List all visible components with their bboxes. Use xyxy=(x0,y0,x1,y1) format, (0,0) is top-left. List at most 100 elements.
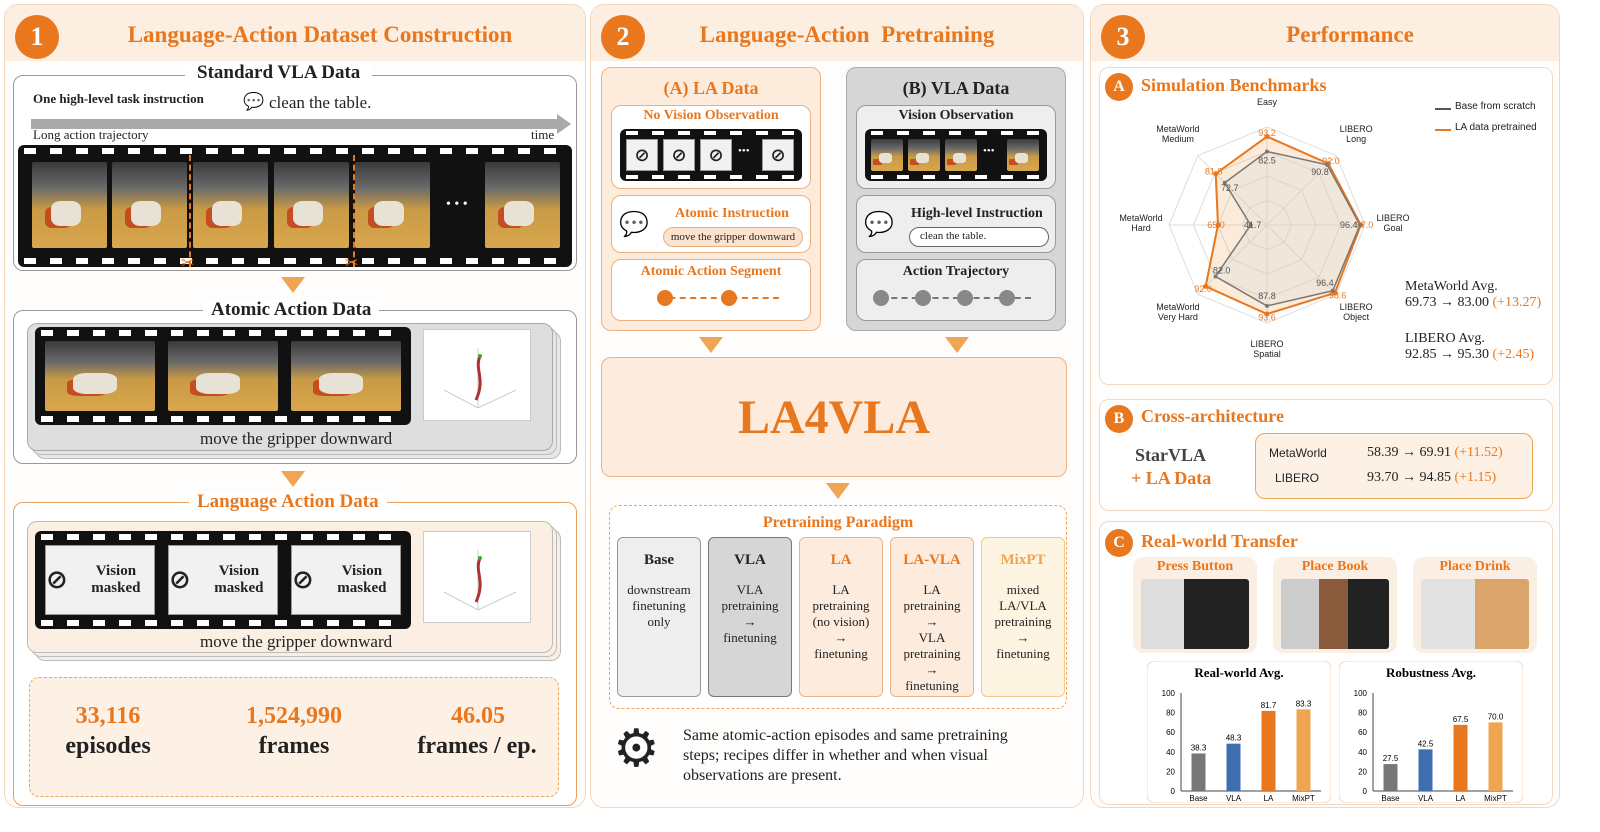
radar-label-base: 87.8 xyxy=(1258,291,1276,301)
atomic-segment-box xyxy=(611,259,811,321)
paradigm-line: → xyxy=(925,614,939,629)
panel-pretraining: 2 Language-Action Pretraining (A) LA Dat… xyxy=(590,4,1084,808)
filmstrip-vision: ••• xyxy=(865,129,1047,181)
bar-value-label: 27.5 xyxy=(1383,754,1399,763)
paradigm-line: mixed xyxy=(1006,582,1040,597)
filmstrip-atomic xyxy=(35,327,411,425)
radar-axis-label: Easy xyxy=(1257,97,1278,107)
radar-axis-label: Very Hard xyxy=(1158,312,1198,322)
la-data-title: (A) LA Data xyxy=(663,78,759,98)
eye-slash-icon: ⊘ xyxy=(169,564,191,595)
radar-axis-label: Spatial xyxy=(1253,349,1281,359)
task-place-drink: Place Drink xyxy=(1439,559,1511,574)
y-tick-label: 40 xyxy=(1358,748,1367,757)
y-tick-label: 60 xyxy=(1166,728,1175,737)
panel-2-header xyxy=(591,5,1083,61)
radar-point-base xyxy=(1265,303,1269,308)
legend-base-label: Base from scratch xyxy=(1455,101,1536,112)
radar-axis-label: MetaWorld xyxy=(1156,302,1199,312)
task-instruction-label: One high-level task instruction xyxy=(33,91,204,106)
atomic-action-title: Atomic Action Data xyxy=(203,299,380,321)
cross-libero-name: LIBERO xyxy=(1275,471,1320,485)
cross-arch-title: Cross-architecture xyxy=(1141,406,1284,426)
legend-base-line xyxy=(1435,108,1451,110)
trajectory-3d-plot xyxy=(423,531,531,623)
down-arrow-icon xyxy=(699,337,723,353)
timeline-arrow-head xyxy=(557,114,571,134)
panel-performance: 3 Performance A Simulation Benchmarks Ba… xyxy=(1090,4,1560,808)
video-frame xyxy=(945,139,977,171)
video-frame xyxy=(45,341,155,411)
radar-label-la: 93.2 xyxy=(1258,128,1276,138)
down-arrow-icon xyxy=(826,483,850,499)
paradigm-line: pretraining xyxy=(994,614,1052,629)
robustness-bar-chart: Robustness Avg.02040608010027.5Base42.5V… xyxy=(1339,661,1523,803)
panel-2-title: Language-Action Pretraining xyxy=(699,22,995,47)
radar-label-base: 90.8 xyxy=(1311,167,1329,177)
paradigm-line: pretraining xyxy=(903,646,961,661)
eye-slash-icon: ⊘ xyxy=(634,144,650,166)
badge-c: C xyxy=(1105,529,1133,557)
paradigm-name: MixPT xyxy=(1000,552,1046,568)
trajectory-point xyxy=(957,290,973,306)
masked-frame: ⊘ xyxy=(663,139,695,171)
paradigm-line: → xyxy=(925,662,939,677)
video-frame xyxy=(485,162,560,248)
stat-frames-label: frames xyxy=(258,733,330,759)
radar-label-la: 97.0 xyxy=(1356,220,1374,230)
note-line-1: Same atomic-action episodes and same pre… xyxy=(683,727,1008,744)
masked-frame: ⊘ xyxy=(700,139,732,171)
paradigm-line: only xyxy=(647,614,671,629)
paradigm-line: → xyxy=(743,614,757,629)
eye-slash-icon: ⊘ xyxy=(708,144,724,166)
video-frame xyxy=(1007,139,1039,171)
hl-instruction-label: High-level Instruction xyxy=(911,206,1043,221)
bar-value-label: 42.5 xyxy=(1418,739,1434,748)
libero-avg-value: 92.85 → 95.30 (+2.45) xyxy=(1405,347,1535,362)
note-line-2: steps; recipes differ in whether and whe… xyxy=(683,747,988,764)
paradigm-line: (no vision) xyxy=(812,614,870,629)
bar-value-label: 67.5 xyxy=(1453,715,1469,724)
instruction-text: clean the table. xyxy=(269,93,372,112)
panel-1-header xyxy=(5,5,585,61)
task-place-book: Place Book xyxy=(1301,559,1369,574)
radar-label-base: 96.4 xyxy=(1340,220,1358,230)
radar-axis xyxy=(1197,155,1268,226)
x-tick-label: MixPT xyxy=(1484,794,1507,803)
trajectory-point xyxy=(999,290,1015,306)
hl-instruction-pill: clean the table. xyxy=(909,227,1049,247)
task-image xyxy=(1281,579,1389,649)
y-tick-label: 80 xyxy=(1358,709,1367,718)
task-image xyxy=(1141,579,1249,649)
radar-axis xyxy=(1266,224,1337,295)
scissors-icon: ✂ xyxy=(181,253,195,272)
la-caption: move the gripper downward xyxy=(200,632,393,651)
timeline-arrow xyxy=(31,119,559,129)
x-tick-label: Base xyxy=(1381,794,1400,803)
la-data-label: + LA Data xyxy=(1131,468,1212,488)
radar-label-base: 41.7 xyxy=(1244,220,1262,230)
real-world-title: Real-world Transfer xyxy=(1141,531,1298,551)
paradigm-line: finetuning xyxy=(814,646,868,661)
masked-frame: ⊘Vision masked xyxy=(291,545,401,615)
radar-axis-label: LIBERO xyxy=(1250,339,1283,349)
legend-la-label: LA data pretrained xyxy=(1455,122,1537,133)
chart-title: Real-world Avg. xyxy=(1194,665,1283,680)
radar-axis-label: Goal xyxy=(1383,223,1402,233)
radar-axis-label: Object xyxy=(1343,312,1370,322)
radar-point-base xyxy=(1222,180,1227,185)
language-action-title: Language Action Data xyxy=(189,491,387,513)
masked-frame: ⊘ xyxy=(762,139,794,171)
paradigm-line: finetuning xyxy=(632,598,686,613)
radar-axis-label: LIBERO xyxy=(1340,302,1373,312)
eye-slash-icon: ⊘ xyxy=(46,564,68,595)
cross-libero-value: 93.70 → 94.85 (+1.15) xyxy=(1367,470,1497,485)
radar-axis-label: Hard xyxy=(1131,223,1151,233)
x-tick-label: VLA xyxy=(1226,794,1242,803)
paradigm-title: Pretraining Paradigm xyxy=(762,514,914,531)
paradigm-line: finetuning xyxy=(723,630,777,645)
starvla-label: StarVLA xyxy=(1135,445,1206,465)
video-frame xyxy=(274,162,349,248)
